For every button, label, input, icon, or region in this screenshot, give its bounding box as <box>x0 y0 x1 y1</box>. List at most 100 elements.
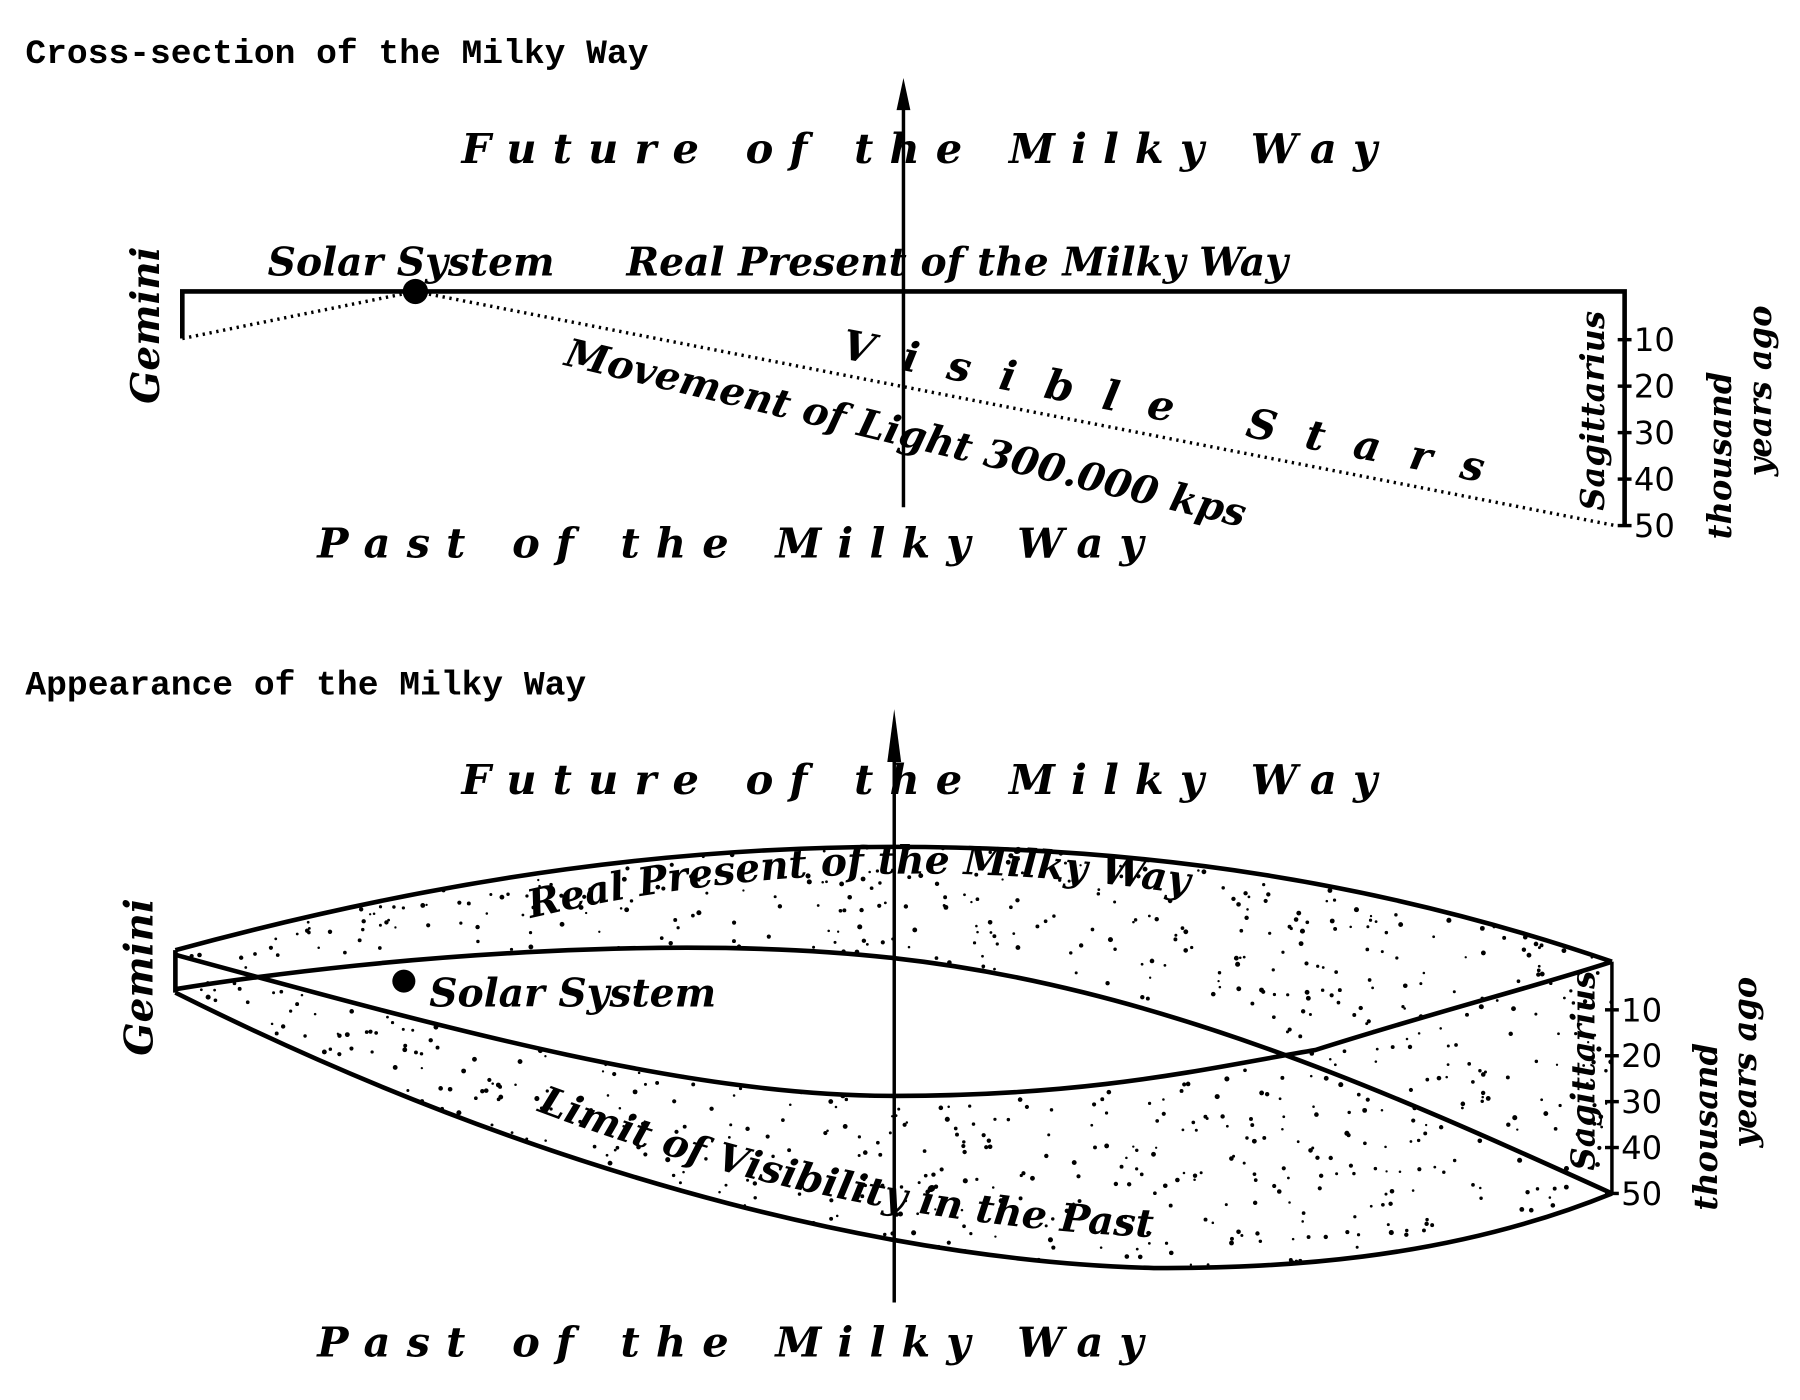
star-dot <box>528 931 533 935</box>
star-dot <box>1389 846 1395 848</box>
star-dot <box>1450 1259 1456 1264</box>
star-dot <box>1258 1239 1263 1244</box>
star-dot <box>1569 989 1573 993</box>
star-dot <box>1182 1171 1186 1175</box>
star-dot <box>1408 1087 1413 1092</box>
star-dot <box>471 1158 475 1162</box>
star-dot <box>905 1121 909 1124</box>
star-dot <box>1604 854 1610 859</box>
star-dot <box>289 1009 293 1013</box>
star-dot <box>1323 1234 1328 1240</box>
star-dot <box>738 997 744 1003</box>
star-dot <box>537 963 540 966</box>
star-dot <box>911 1230 917 1236</box>
star-dot <box>1327 1271 1331 1275</box>
star-dot <box>355 991 360 997</box>
star-dot <box>851 1264 854 1267</box>
star-dot <box>1401 1005 1405 1009</box>
star-dot <box>378 905 383 909</box>
star-dot <box>1238 1044 1242 1049</box>
star-dot <box>424 1216 428 1220</box>
star-dot <box>1266 892 1271 897</box>
star-dot <box>988 1046 991 1050</box>
star-dot <box>1595 1246 1601 1252</box>
star-dot <box>1425 1217 1429 1222</box>
star-dot <box>589 1108 593 1112</box>
star-dot <box>795 871 799 875</box>
star-dot <box>1185 1081 1191 1087</box>
star-dot <box>393 1145 398 1150</box>
star-dot <box>1232 1052 1238 1058</box>
star-dot <box>384 1234 388 1237</box>
star-dot <box>997 1266 1002 1269</box>
star-dot <box>495 1082 501 1088</box>
star-dot <box>175 1246 178 1250</box>
star-dot <box>1417 1032 1421 1035</box>
star-dot <box>1167 898 1173 904</box>
star-dot <box>970 900 973 904</box>
tick-label: 50 <box>1621 1175 1662 1213</box>
star-dot <box>197 952 202 958</box>
star-dot <box>780 1056 785 1061</box>
star-dot <box>373 1090 378 1095</box>
star-dot <box>821 880 824 884</box>
star-dot <box>1471 1183 1475 1187</box>
star-dot <box>1348 1163 1353 1168</box>
star-dot <box>293 859 299 865</box>
star-dot <box>1057 1074 1061 1078</box>
tick-label: 30 <box>1621 1083 1662 1121</box>
star-dot <box>887 1032 892 1037</box>
star-dot <box>1161 1111 1166 1116</box>
star-dot <box>475 924 480 930</box>
star-dot <box>444 1121 448 1125</box>
star-dot <box>1407 1044 1413 1050</box>
star-dot <box>522 863 527 867</box>
unit-label-years-ago: years ago <box>1726 977 1764 1149</box>
star-dot <box>1317 1186 1322 1191</box>
star-dot <box>513 1161 516 1165</box>
star-dot <box>1012 932 1016 936</box>
star-dot <box>318 1237 323 1243</box>
star-dot <box>1480 1099 1484 1104</box>
star-dot <box>745 958 750 962</box>
tick-label: 20 <box>1621 1037 1662 1075</box>
star-dot <box>232 1243 236 1247</box>
star-dot <box>181 1099 186 1104</box>
star-dot <box>300 1269 304 1273</box>
star-dot <box>769 1255 774 1260</box>
star-dot <box>1508 863 1513 867</box>
star-dot <box>1548 1196 1552 1199</box>
star-dot <box>1405 1037 1409 1041</box>
tick-label: 10 <box>1621 991 1662 1029</box>
star-dot <box>784 1220 789 1225</box>
star-dot <box>228 850 232 854</box>
star-dot <box>593 1188 598 1192</box>
star-dot <box>648 854 652 857</box>
star-dot <box>1356 1233 1361 1237</box>
star-dot <box>402 1047 408 1053</box>
star-dot <box>1505 1075 1510 1080</box>
star-dot <box>577 1216 581 1221</box>
star-dot <box>923 967 928 972</box>
star-dot <box>1394 913 1398 917</box>
star-dot <box>606 1094 610 1097</box>
star-dot <box>275 953 280 957</box>
star-dot <box>834 1063 840 1069</box>
star-dot <box>1255 1231 1260 1236</box>
star-dot <box>1043 919 1048 924</box>
star-dot <box>325 1250 329 1253</box>
star-dot <box>1415 879 1419 883</box>
star-dot <box>1404 1232 1409 1237</box>
star-dot <box>1298 1034 1303 1039</box>
star-dot <box>472 1056 477 1062</box>
star-dot <box>1567 1226 1571 1230</box>
star-dot <box>1593 1249 1598 1254</box>
star-dot <box>1478 1069 1482 1073</box>
star-dot <box>351 1217 356 1222</box>
star-dot <box>624 907 630 913</box>
star-dot <box>176 869 180 874</box>
star-dot <box>1236 1229 1241 1235</box>
star-dot <box>1035 1055 1038 1058</box>
star-dot <box>556 1199 560 1203</box>
star-dot <box>415 1211 419 1215</box>
